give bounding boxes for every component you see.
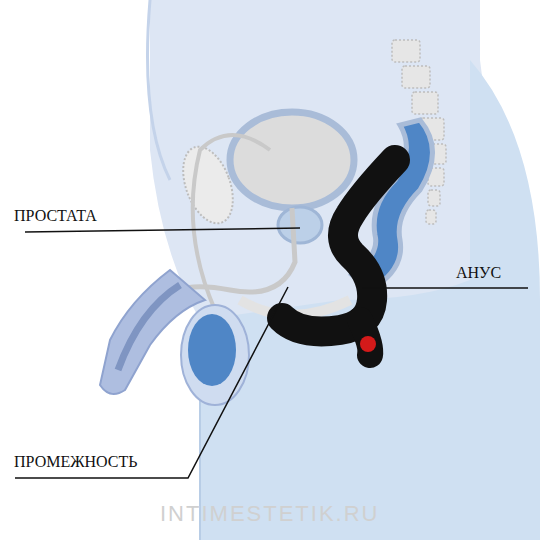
leg [200,60,540,540]
button [360,336,376,352]
massager [282,160,395,332]
prostate [278,207,322,243]
watermark: INTIMESTETIK.RU [160,503,379,525]
corpus [118,285,180,370]
part-label: АНУС [456,265,501,281]
bladder [230,112,354,208]
leader-line [15,287,288,478]
vas-deferens [193,135,270,310]
torso [150,0,488,320]
part-label: ПРОМЕЖНОСТЬ [14,454,137,470]
leader-line [25,228,300,232]
abdomen-line [148,0,171,180]
leader-line [362,287,528,289]
testicle [188,314,236,386]
scrotum [181,305,249,405]
part-label: ПРОСТАТА [14,208,97,224]
